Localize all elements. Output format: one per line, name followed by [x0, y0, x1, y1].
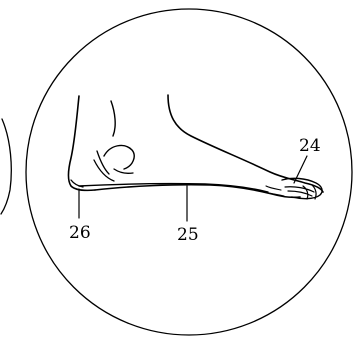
leg-back-outline [68, 96, 95, 190]
label-25: 25 [177, 225, 199, 245]
label-24: 24 [299, 136, 321, 156]
circle-frame [26, 9, 352, 335]
label-26: 26 [69, 223, 91, 243]
ankle-bone [104, 101, 134, 169]
ankle-tendon-lines [94, 151, 133, 181]
heel-crease [71, 180, 83, 187]
sole-outline [95, 185, 300, 198]
adjacent-circle-arc [1, 119, 11, 214]
